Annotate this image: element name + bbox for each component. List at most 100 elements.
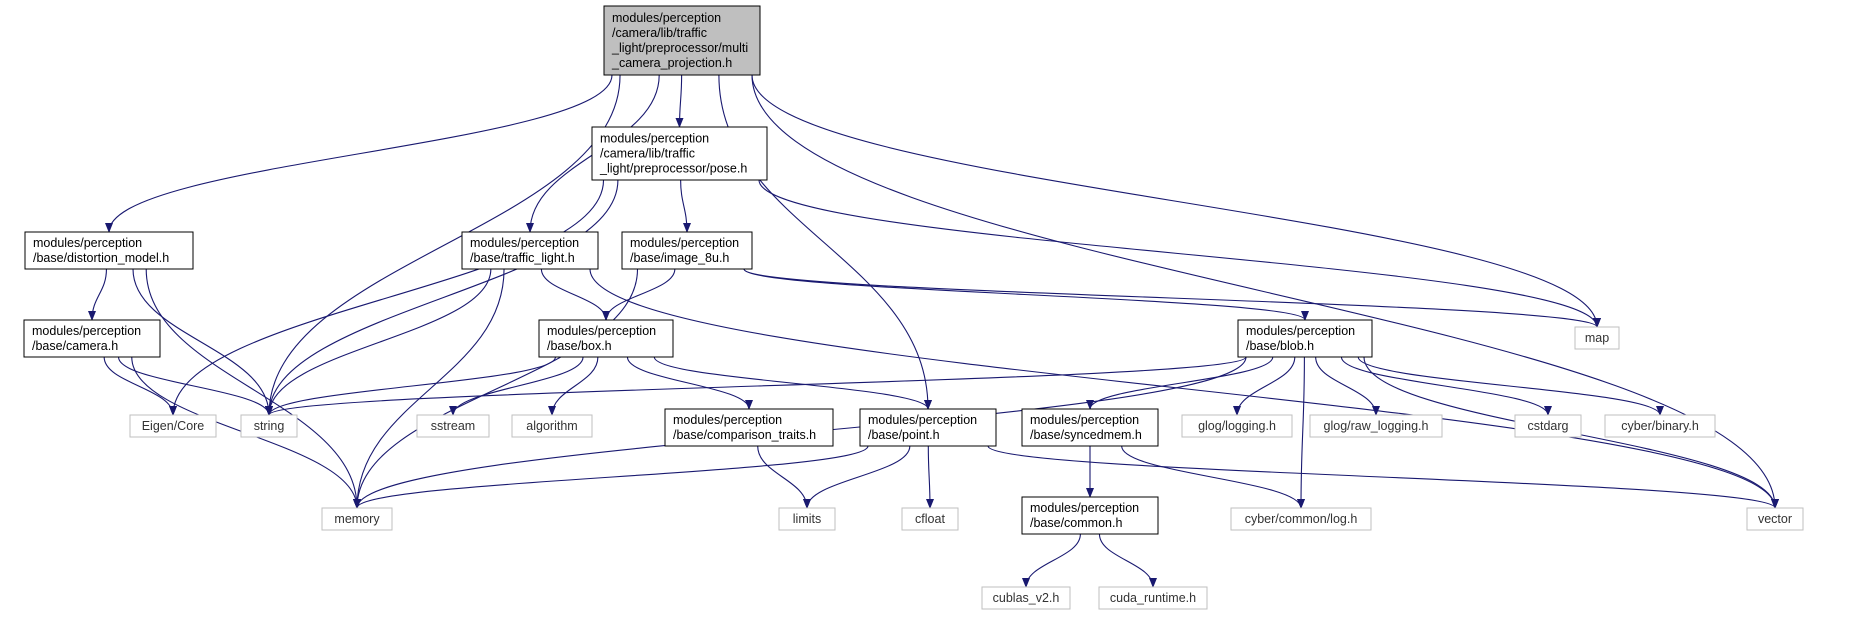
node-cyber_binary-label-line: cyber/binary.h (1621, 419, 1699, 433)
edge-blob-to-syncedmem (1086, 356, 1274, 410)
nodes-layer: modules/perception/camera/lib/traffic _li… (23, 5, 1804, 610)
node-sstream: sstream (416, 414, 490, 438)
node-pose[interactable]: modules/perception/camera/lib/traffic_li… (591, 126, 768, 181)
node-sstream-label-line: sstream (431, 419, 475, 433)
node-string-box (240, 414, 298, 438)
node-point-label-line: /base/point.h (868, 428, 940, 442)
node-limits-box (778, 507, 836, 531)
node-cfloat-label-line: cfloat (915, 512, 945, 526)
node-traffic-label-line: /base/traffic_light.h (470, 251, 575, 265)
node-comparison-label-line: modules/perception (673, 413, 782, 427)
node-common-label-line: /base/common.h (1030, 516, 1122, 530)
node-vector-box (1746, 507, 1804, 531)
node-string-label-line: string (254, 419, 285, 433)
node-distortion[interactable]: modules/perception/base/distortion_model… (24, 231, 194, 270)
edge-comparison-to-limits (757, 445, 811, 509)
edge-image8u-to-blob (743, 268, 1309, 321)
node-camera-box (23, 319, 161, 358)
node-root-box (603, 5, 761, 76)
node-glog_raw: glog/raw_logging.h (1309, 414, 1443, 438)
node-common[interactable]: modules/perception/base/common.h (1021, 496, 1159, 535)
edge-pose-to-map (758, 179, 1601, 328)
node-memory-box (321, 507, 393, 531)
edge-point-to-vector (987, 445, 1779, 509)
node-common-label-line: modules/perception (1030, 501, 1139, 515)
node-blob[interactable]: modules/perception/base/blob.h (1237, 319, 1373, 358)
node-point-box (859, 408, 997, 447)
node-vector: vector (1746, 507, 1804, 531)
node-box-box (538, 319, 674, 358)
edge-common-to-cuda_runtime (1098, 533, 1157, 588)
edge-traffic-to-box (540, 268, 610, 321)
node-memory: memory (321, 507, 393, 531)
node-cublas-box (981, 586, 1071, 610)
node-common-box (1021, 496, 1159, 535)
node-comparison-label-line: /base/comparison_traits.h (673, 428, 816, 442)
node-box[interactable]: modules/perception/base/box.h (538, 319, 674, 358)
node-box-label-line: /base/box.h (547, 339, 612, 353)
edge-image8u-to-box (602, 268, 676, 321)
node-syncedmem-label-line: /base/syncedmem.h (1030, 428, 1142, 442)
edge-distortion-to-string (132, 268, 273, 416)
edge-box-to-comparison (626, 356, 753, 410)
node-traffic-box (461, 231, 599, 270)
node-eigen-box (129, 414, 217, 438)
edge-point-to-limits (803, 445, 911, 509)
node-glog_raw-label-line: glog/raw_logging.h (1324, 419, 1429, 433)
node-glog_raw-box (1309, 414, 1443, 438)
node-syncedmem-box (1021, 408, 1159, 447)
node-distortion-label-line: modules/perception (33, 236, 142, 250)
node-cyber_log-label-line: cyber/common/log.h (1245, 512, 1358, 526)
node-cstdarg: cstdarg (1514, 414, 1582, 438)
edge-box-to-sstream (449, 356, 584, 416)
node-cyber_log-box (1230, 507, 1372, 531)
node-cublas-label-line: cublas_v2.h (993, 591, 1060, 605)
node-box-label-line: modules/perception (547, 324, 656, 338)
node-pose-box (591, 126, 768, 181)
node-traffic-label-line: modules/perception (470, 236, 579, 250)
edge-pose-to-eigen (169, 179, 605, 416)
edge-blob-to-cyber_log (1297, 356, 1306, 509)
node-cstdarg-box (1514, 414, 1582, 438)
node-root-label-line: modules/perception (612, 11, 721, 25)
edge-distortion-to-camera (88, 268, 107, 321)
node-traffic[interactable]: modules/perception/base/traffic_light.h (461, 231, 599, 270)
edge-syncedmem-to-cyber_log (1121, 445, 1305, 509)
node-camera-label-line: modules/perception (32, 324, 141, 338)
node-blob-label-line: modules/perception (1246, 324, 1355, 338)
node-syncedmem-label-line: modules/perception (1030, 413, 1139, 427)
node-glog_logging: glog/logging.h (1181, 414, 1293, 438)
edge-point-to-memory (353, 445, 869, 509)
node-image8u[interactable]: modules/perception/base/image_8u.h (621, 231, 753, 270)
edge-blob-to-glog_raw (1315, 356, 1380, 416)
edge-point-to-cfloat (925, 445, 934, 509)
node-root-label-line: _light/preprocessor/multi (611, 41, 748, 55)
node-string: string (240, 414, 298, 438)
node-syncedmem[interactable]: modules/perception/base/syncedmem.h (1021, 408, 1159, 447)
node-eigen: Eigen/Core (129, 414, 217, 438)
node-image8u-label-line: /base/image_8u.h (630, 251, 729, 265)
node-cublas: cublas_v2.h (981, 586, 1071, 610)
node-cyber_binary: cyber/binary.h (1604, 414, 1716, 438)
node-cyber_log: cyber/common/log.h (1230, 507, 1372, 531)
node-sstream-box (416, 414, 490, 438)
node-blob-box (1237, 319, 1373, 358)
node-camera[interactable]: modules/perception/base/camera.h (23, 319, 161, 358)
node-pose-label-line: /camera/lib/traffic (600, 147, 695, 161)
node-pose-label-line: modules/perception (600, 132, 709, 146)
node-algorithm-box (511, 414, 593, 438)
node-root[interactable]: modules/perception/camera/lib/traffic_li… (603, 5, 761, 76)
node-map-box (1574, 326, 1620, 350)
node-eigen-label-line: Eigen/Core (142, 419, 205, 433)
node-limits: limits (778, 507, 836, 531)
edges-layer (88, 74, 1779, 588)
node-root-label-line: _camera_projection.h (611, 56, 732, 70)
node-cuda_runtime-box (1098, 586, 1208, 610)
node-comparison[interactable]: modules/perception/base/comparison_trait… (664, 408, 834, 447)
edge-blob-to-glog_logging (1233, 356, 1296, 416)
edge-box-to-point (653, 356, 932, 410)
node-point[interactable]: modules/perception/base/point.h (859, 408, 997, 447)
node-vector-label-line: vector (1758, 512, 1792, 526)
edge-root-to-pose (675, 74, 684, 128)
edge-traffic-to-string (265, 268, 492, 416)
